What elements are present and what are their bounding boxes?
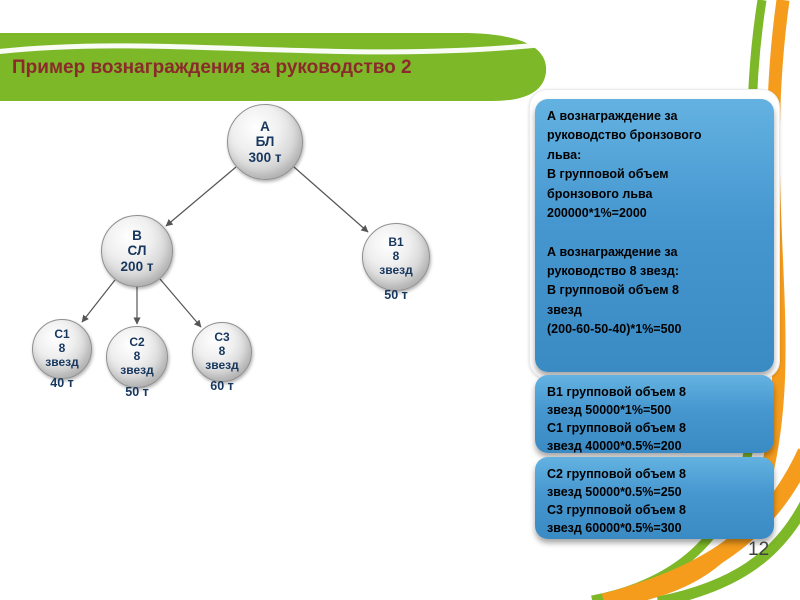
tree-node-c2-below: 50 т bbox=[125, 385, 149, 399]
tree-node-b-label: В СЛ 200 т bbox=[101, 215, 173, 287]
infobox-bronze-lion: А вознаграждение за руководство бронзово… bbox=[535, 99, 774, 372]
tree-node-c3-label: С3 8 звезд bbox=[192, 322, 252, 382]
tree-node-a: А БЛ 300 т bbox=[227, 104, 303, 180]
tree-node-c2-label: С2 8 звезд bbox=[106, 326, 168, 388]
tree-node-a-label: А БЛ 300 т bbox=[227, 104, 303, 180]
tree-node-b1-label: В1 8 звезд bbox=[362, 223, 430, 291]
tree-node-c1-below: 40 т bbox=[50, 376, 74, 390]
slide-title: Пример вознаграждения за руководство 2 bbox=[12, 57, 412, 78]
tree-node-c1-label: С1 8 звезд bbox=[32, 319, 92, 379]
page-number: 12 bbox=[748, 539, 770, 560]
tree-node-c3-below: 60 т bbox=[210, 379, 234, 393]
infobox-b1-c1: В1 групповой объем 8 звезд 50000*1%=500 … bbox=[535, 375, 774, 453]
tree-node-b: В СЛ 200 т bbox=[101, 215, 173, 287]
infobox-c2-c3: С2 групповой объем 8 звезд 50000*0.5%=25… bbox=[535, 457, 774, 539]
tree-node-c2: С2 8 звезд 50 т bbox=[106, 326, 168, 399]
tree-node-b1: В1 8 звезд 50 т bbox=[362, 223, 430, 302]
tree-node-c3: С3 8 звезд 60 т bbox=[192, 322, 252, 393]
tree-node-b1-below: 50 т bbox=[384, 288, 408, 302]
tree-node-c1: С1 8 звезд 40 т bbox=[32, 319, 92, 390]
